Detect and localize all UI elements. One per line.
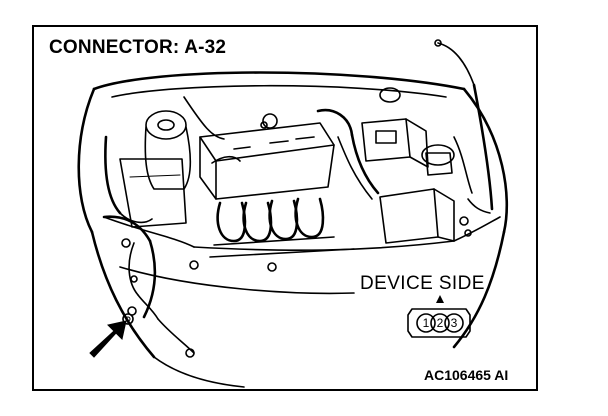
battery — [361, 118, 429, 168]
location-arrow — [89, 320, 127, 358]
bolts — [189, 39, 472, 272]
pin-2 — [430, 313, 450, 333]
air-cleaner — [379, 87, 455, 244]
connector-face: 1 2 3 — [407, 295, 471, 338]
pin-1-label: 1 — [423, 316, 430, 330]
washer-tank — [119, 158, 187, 228]
device-side-label: DEVICE SIDE — [360, 273, 485, 294]
engine-block — [199, 108, 380, 200]
hood-outline — [77, 71, 509, 234]
pin-1 — [416, 313, 436, 333]
connector-harness — [102, 215, 195, 358]
coolant-reservoir — [144, 110, 192, 190]
connector-title: CONNECTOR: A-32 — [49, 37, 227, 58]
intake-manifold — [209, 197, 355, 258]
connector-latch-mark — [436, 295, 444, 303]
reference-code: AC106465 AI — [424, 367, 509, 383]
connector-location-figure: 1 2 3 CONNECTOR: A-32 DEVICE SIDE AC1064… — [32, 25, 538, 391]
pin-3 — [444, 313, 464, 333]
engine-bay-illustration: 1 2 3 — [77, 39, 509, 388]
pin-3-label: 3 — [451, 316, 458, 330]
pin-2-label: 2 — [437, 316, 444, 330]
wiring-harness — [104, 42, 494, 224]
